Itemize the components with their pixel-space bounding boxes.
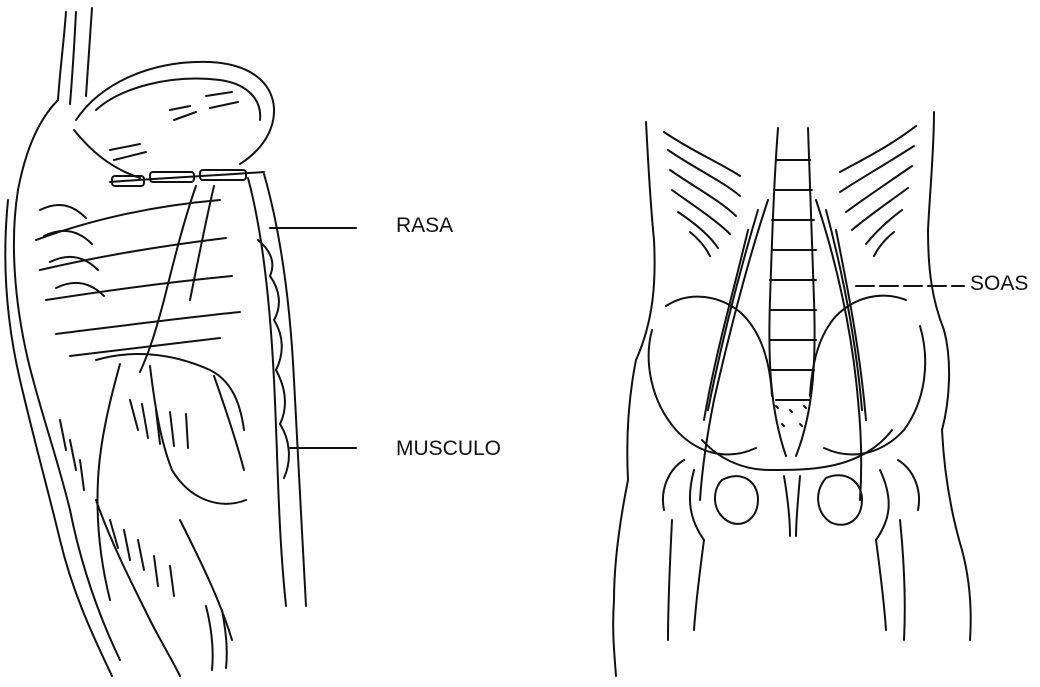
label-rasa: RASA [394,213,455,239]
label-musculo: MUSCULO [394,436,518,462]
lateral-torso-illustration [5,8,306,676]
anterior-trunk-illustration [613,112,971,676]
label-soas: SOAS [968,271,1030,297]
